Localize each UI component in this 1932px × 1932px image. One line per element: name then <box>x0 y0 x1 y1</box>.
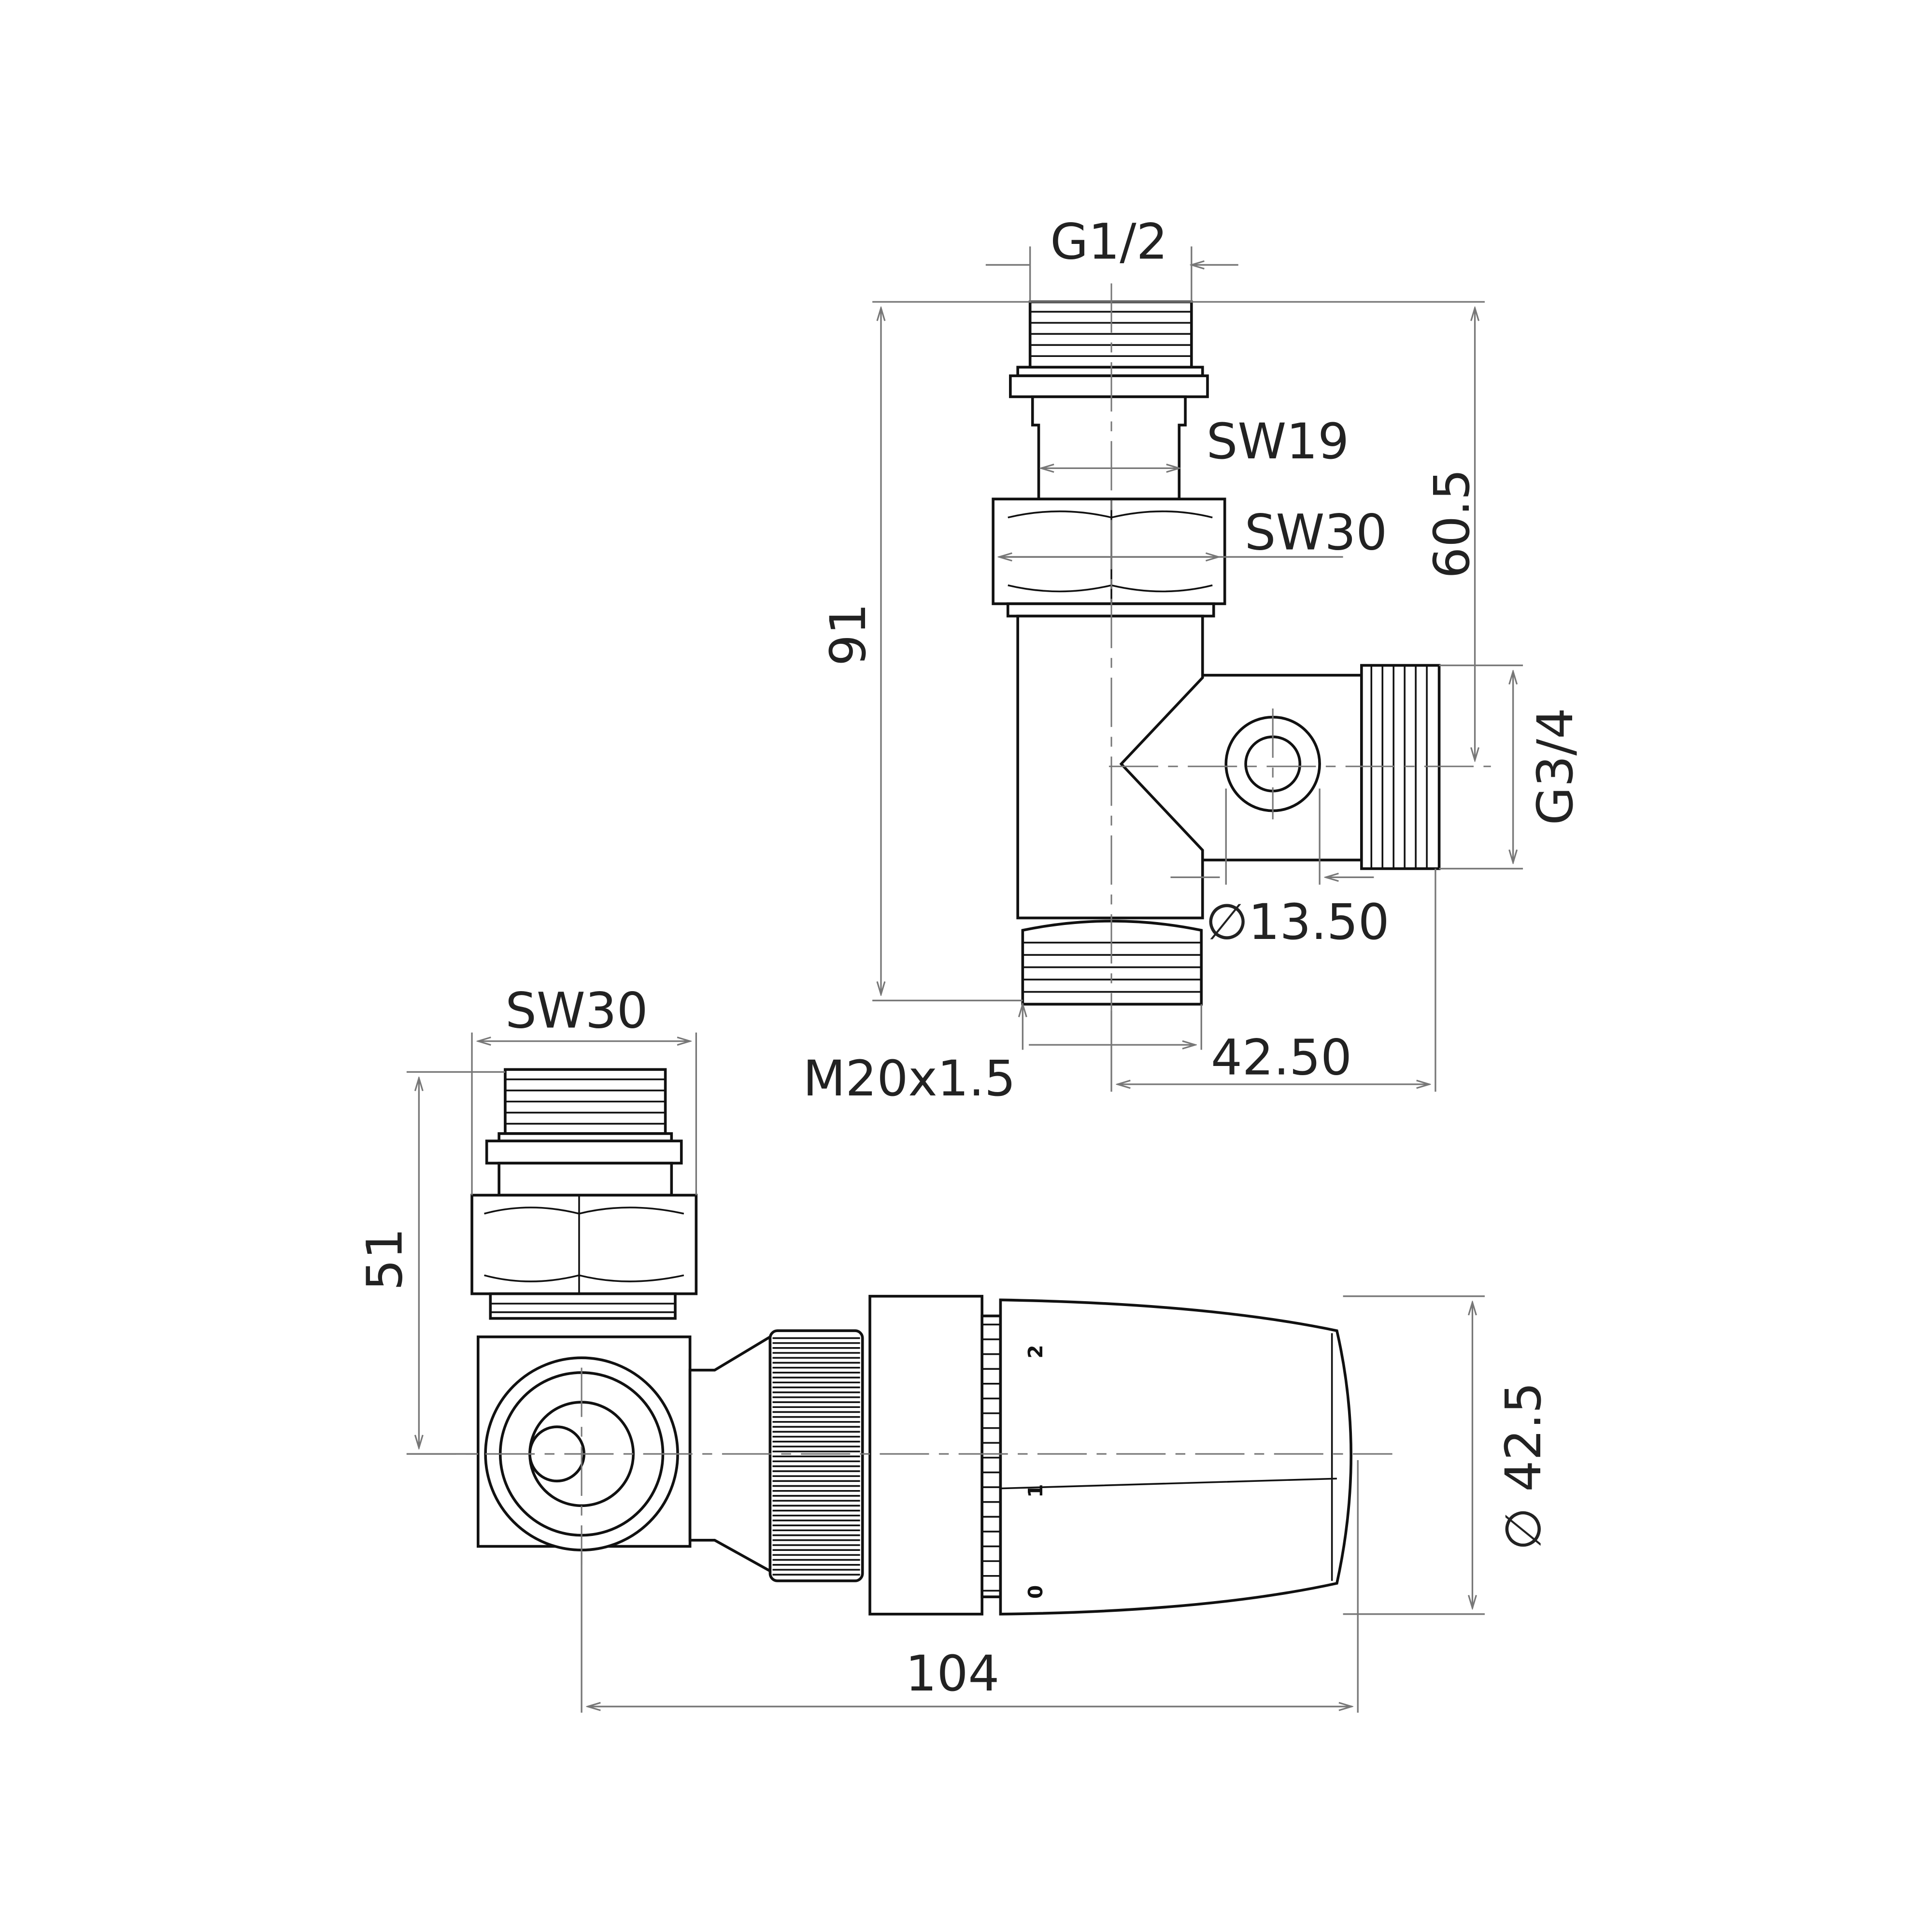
thermostat-head <box>999 1298 1352 1616</box>
sw30-hex-nut <box>470 1193 698 1295</box>
scale-mark-2: 2 <box>1024 1345 1047 1358</box>
flange <box>485 1139 683 1165</box>
sw19-neck <box>1031 395 1187 500</box>
scale-ticks <box>982 1323 1001 1592</box>
dim-m20x1-5: M20x1.5 <box>803 1050 1016 1108</box>
dim-104: 104 <box>906 1645 1000 1703</box>
scale-mark-1: 1 <box>1024 1484 1047 1498</box>
dim-sw30-top: SW30 <box>1245 504 1387 562</box>
dim-g1-2: G1/2 <box>1050 213 1167 271</box>
dim-sw19: SW19 <box>1207 413 1349 470</box>
dim-60-5: 60.5 <box>1423 469 1481 579</box>
dim-91: 91 <box>820 603 877 666</box>
dim-port-diameter: ∅13.50 <box>1206 894 1390 951</box>
flange <box>1009 374 1209 398</box>
scale-ring <box>980 1314 1002 1598</box>
dim-sw30-bottom: SW30 <box>505 982 648 1040</box>
dim-42-50: 42.50 <box>1211 1029 1352 1086</box>
knurl-lines <box>772 1337 860 1576</box>
dim-g3-4: G3/4 <box>1527 708 1584 825</box>
scale-mark-0: 0 <box>1024 1585 1047 1599</box>
bottom-view: 2 1 0 SW30 51 ∅ 42.5 104 <box>356 982 1552 1713</box>
top-view: G1/2 91 60.5 G3/4 SW19 SW30 ∅13.50 M20x1… <box>803 213 1584 1108</box>
housing <box>868 1294 983 1616</box>
dim-head-diameter: ∅ 42.5 <box>1495 1382 1552 1550</box>
sw30-hex-nut <box>992 497 1226 605</box>
dim-51: 51 <box>356 1228 414 1291</box>
